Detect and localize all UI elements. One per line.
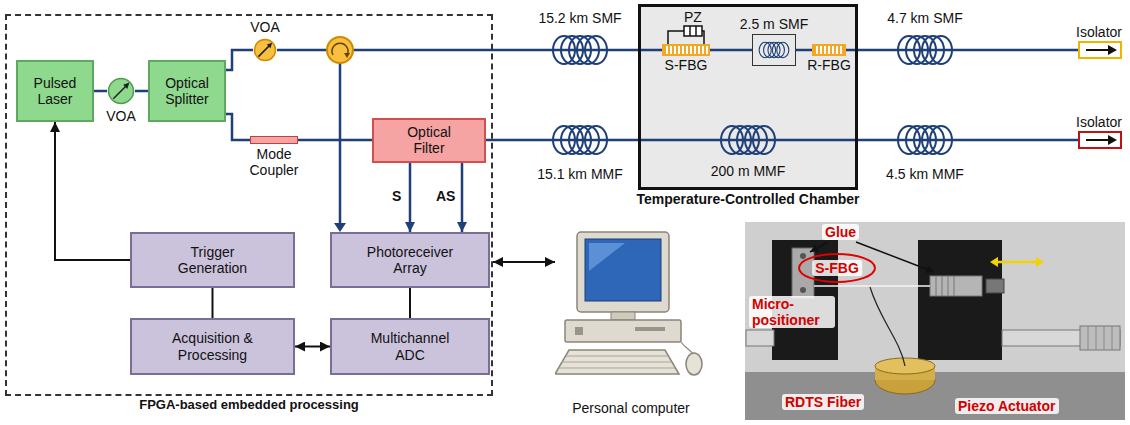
node-text: Optical Splitter [157, 75, 217, 107]
computer-icon-shape [555, 226, 707, 418]
fiber-label: 15.1 km MMF [537, 166, 623, 182]
photo-label: RDTS Fiber [782, 394, 864, 410]
fiber-link [298, 139, 372, 142]
fiber-link [226, 50, 253, 70]
node-text: Trigger Generation [168, 244, 258, 276]
data-arrow [493, 261, 555, 263]
process-box: Multichannel ADC [330, 318, 490, 375]
mode-coupler: Mode Coupler [250, 136, 298, 144]
isolator-box: Isolator [1078, 41, 1122, 59]
photo-illustration [745, 222, 1125, 420]
signal-label: S [392, 188, 401, 204]
data-link [212, 288, 214, 318]
isolator-box: Isolator [1078, 131, 1122, 149]
fiber-link [94, 90, 107, 93]
photo-label: S-FBG [812, 260, 862, 276]
signal-label: AS [436, 188, 455, 204]
node-text: Acquisition & Processing [158, 330, 268, 362]
node-text: Isolator [1076, 114, 1122, 130]
fiber-label: 15.2 km SMF [538, 10, 621, 26]
node-text: Mode Coupler [244, 146, 304, 178]
isolator-box-shape [1080, 133, 1120, 147]
node-text: Multichannel ADC [360, 330, 460, 362]
attenuator-symbol: VOA [107, 77, 135, 105]
attenuator-symbol-shape [253, 38, 277, 62]
signal-arrow [409, 163, 412, 233]
node-text: VOA [106, 108, 136, 124]
chamber-box: Temperature-Controlled ChamberS-FBG2.5 m… [638, 4, 858, 190]
attenuator-symbol-shape [107, 77, 135, 105]
fiber-label: 4.5 km MMF [886, 166, 964, 182]
photo-label: Glue [822, 224, 859, 240]
circulator-symbol [327, 37, 353, 63]
node-text: S-FBG [665, 57, 708, 73]
node-text: Temperature-Controlled Chamber [637, 191, 860, 207]
splitter-box: Optical Splitter [148, 60, 226, 122]
node-text: VOA [250, 19, 280, 35]
node-text: 2.5 m SMF [740, 16, 808, 32]
grating-symbol: S-FBG [662, 44, 710, 56]
filter-box: Optical Filter [372, 118, 486, 163]
node-text: Personal computer [572, 400, 690, 416]
data-link [409, 288, 411, 318]
fiber-link [226, 114, 250, 140]
fiber-link [710, 49, 752, 52]
isolator-box-shape [1080, 43, 1120, 57]
process-box: Photoreceiver Array [330, 232, 490, 288]
node-text: FPGA-based embedded processing [139, 398, 359, 413]
laser-box: Pulsed Laser [16, 60, 94, 122]
fiber-box: 2.5 m SMF [752, 34, 796, 66]
grating-symbol: R-FBG [812, 44, 846, 56]
fiber-label: 4.7 km SMF [887, 10, 962, 26]
computer-icon: Personal computer [555, 226, 707, 418]
photo-label: Micro- positioner [749, 296, 835, 328]
node-text: Isolator [1076, 24, 1122, 40]
process-box: Acquisition & Processing [130, 318, 295, 375]
node-text: Pulsed Laser [25, 75, 85, 107]
trigger-arrow [55, 122, 130, 260]
photo-label: Piezo Actuator [955, 398, 1059, 414]
fiber-line [277, 50, 1078, 224]
signal-arrow [461, 163, 464, 233]
attenuator-symbol: VOA [253, 38, 277, 62]
fiber-label: 200 m MMF [711, 163, 786, 179]
node-text: R-FBG [807, 57, 851, 73]
node-text: Photoreceiver Array [360, 244, 460, 276]
chamber-ground [640, 6, 856, 188]
processing-group: FPGA-based embedded processingPulsed Las… [5, 14, 493, 396]
arrow-head [334, 223, 346, 232]
piezo-symbol [668, 26, 704, 44]
node-text: Optical Filter [399, 124, 459, 156]
component-label: PZ [684, 9, 702, 25]
fiber-link [796, 49, 812, 52]
fiber-link [135, 90, 148, 93]
data-arrow [295, 346, 330, 348]
process-box: Trigger Generation [130, 232, 295, 288]
